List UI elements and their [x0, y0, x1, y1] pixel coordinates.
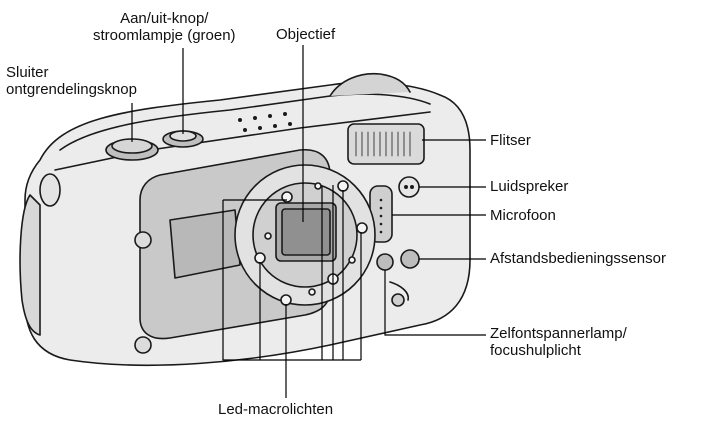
strap-mount: [19, 194, 41, 336]
label-selftimer-line1: Zelfontspannerlamp/: [490, 325, 627, 342]
top-plate: [59, 93, 431, 151]
label-shutter-line1: Sluiter: [6, 64, 49, 81]
screw: [134, 336, 152, 354]
leader-selftimer: [384, 270, 486, 336]
label-shutter-line2: ontgrendelingsknop: [6, 81, 137, 98]
label-selftimer: Zelfontspannerlamp/ focushulplicht: [490, 325, 627, 359]
label-objective-text: Objectief: [276, 26, 336, 43]
label-led: Led-macrolichten: [218, 401, 333, 418]
label-speaker-text: Luidspreker: [490, 178, 569, 195]
label-shutter: Sluiter ontgrendelingsknop: [6, 64, 137, 98]
label-microphone: Microfoon: [490, 207, 556, 224]
camera-illustration: [19, 72, 471, 367]
label-selftimer-line2: focushulplicht: [490, 342, 581, 359]
led-macro-light-dots: [254, 180, 368, 306]
speaker-shape: [398, 176, 420, 198]
label-power-line2: stroomlampje (groen): [93, 27, 236, 44]
side-button: [39, 173, 61, 207]
label-led-text: Led-macrolichten: [218, 401, 334, 418]
label-remote-text: Afstandsbedieningssensor: [490, 250, 666, 267]
selftimer-lamp-shape: [376, 253, 394, 271]
remote-sensor-shape: [400, 249, 420, 269]
label-flash-text: Flitser: [490, 132, 531, 149]
label-flash: Flitser: [490, 132, 531, 149]
top-vent-dots: [238, 112, 292, 132]
label-power-line1: Aan/uit-knop/: [120, 10, 209, 27]
label-microphone-text: Microfoon: [490, 207, 556, 224]
label-remote: Afstandsbedieningssensor: [490, 250, 666, 267]
leader-lines: [131, 45, 486, 398]
label-speaker: Luidspreker: [490, 178, 568, 195]
label-objective: Objectief: [276, 26, 335, 43]
label-power: Aan/uit-knop/ stroomlampje (groen): [93, 10, 236, 44]
screw: [134, 231, 152, 249]
